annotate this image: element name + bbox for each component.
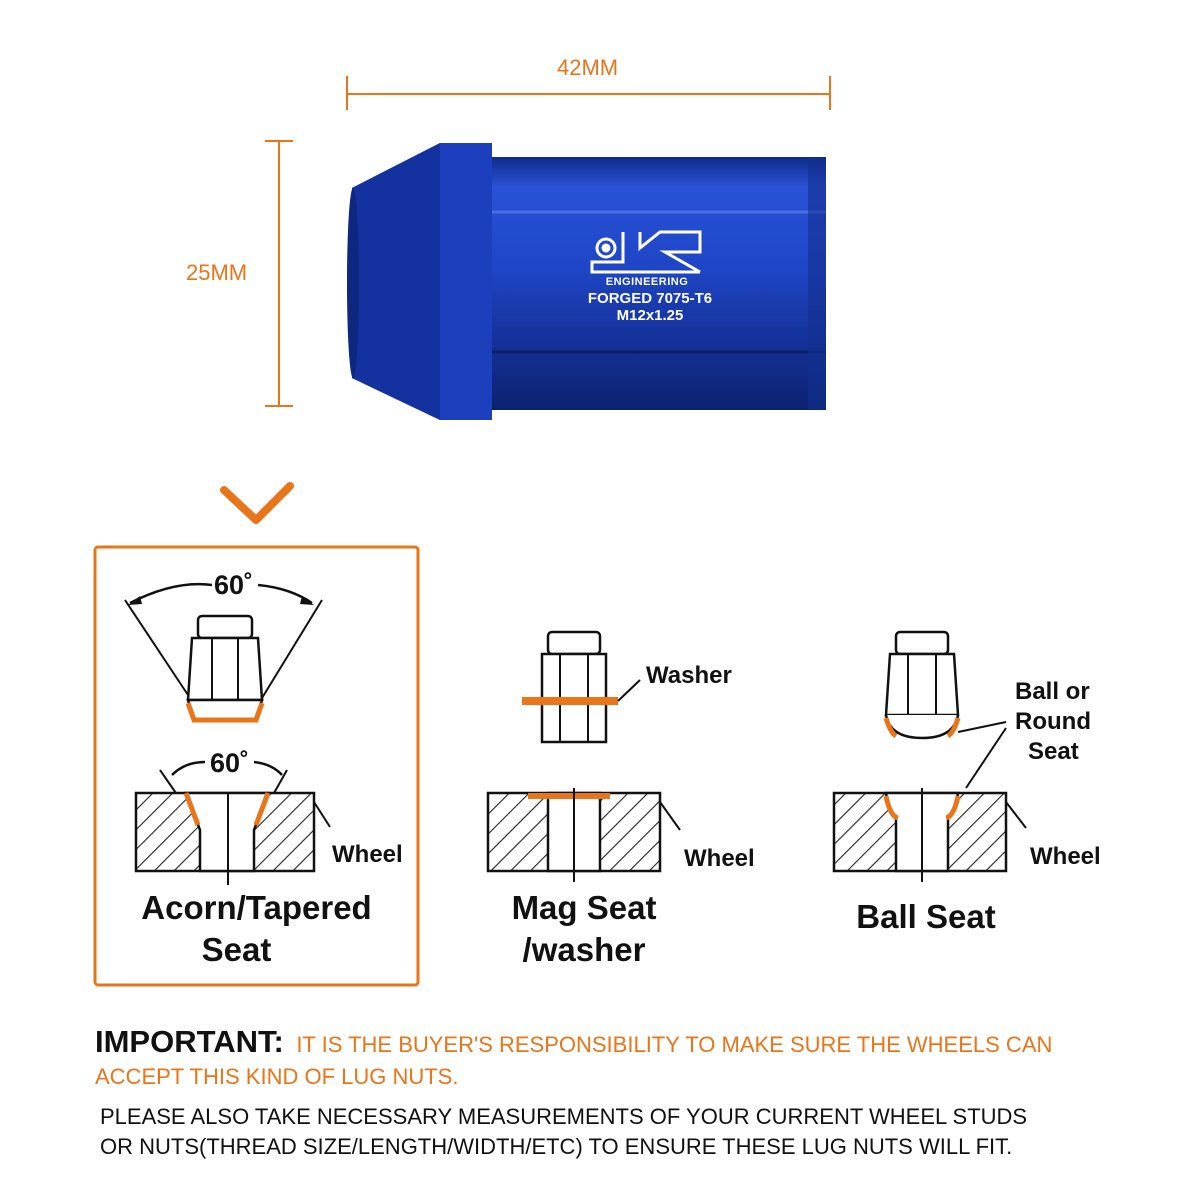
note-line-2: OR NUTS(THREAD SIZE/LENGTH/WIDTH/ETC) TO… <box>100 1134 1013 1159</box>
material-engraving: FORGED 7075-T6 <box>587 290 713 307</box>
mag-seat-diagram <box>486 630 681 882</box>
height-dimension-line <box>265 140 293 407</box>
acorn-seat-title-line1: Acorn/Tapered <box>141 889 372 926</box>
acorn-angle-bottom-label: 60˚ <box>210 748 250 778</box>
ball-seat-title: Ball Seat <box>856 898 996 935</box>
warning-line-1: IT IS THE BUYER'S RESPONSIBILITY TO MAKE… <box>296 1032 1053 1057</box>
lug-nut-body <box>488 157 826 410</box>
ball-wheel-label: Wheel <box>1030 843 1101 870</box>
washer-label: Washer <box>646 662 732 689</box>
warning-line-2: ACCEPT THIS KIND OF LUG NUTS. <box>95 1064 459 1089</box>
acorn-angle-top-label: 60˚ <box>214 570 254 600</box>
ball-callout-line3: Seat <box>1028 738 1079 765</box>
mag-wheel-label: Wheel <box>684 845 755 872</box>
seat-types-diagram <box>93 482 1027 987</box>
lug-nut-drawing <box>265 76 831 420</box>
mag-seat-title-line2: /washer <box>522 931 646 968</box>
important-notice: IMPORTANT: IT IS THE BUYER'S RESPONSIBIL… <box>95 1024 1155 1060</box>
note-line-1: PLEASE ALSO TAKE NECESSARY MEASUREMENTS … <box>100 1104 1028 1129</box>
acorn-seat-title-line2: Seat <box>201 931 272 968</box>
lug-nut-cone <box>347 143 492 420</box>
width-dimension-label: 42MM <box>557 55 619 80</box>
important-label: IMPORTANT: <box>95 1024 284 1059</box>
height-dimension-label: 25MM <box>186 260 248 285</box>
acorn-wheel-label: Wheel <box>332 841 403 868</box>
acorn-seat-diagram <box>124 582 331 885</box>
width-dimension-line <box>346 76 831 110</box>
ball-callout-line2: Round <box>1015 708 1091 735</box>
selected-check-icon <box>220 482 294 524</box>
selected-seat-frame <box>93 545 420 987</box>
brand-logo <box>590 230 702 274</box>
ball-seat-diagram <box>832 630 1027 882</box>
ball-callout-line1: Ball or <box>1015 678 1090 705</box>
mag-seat-title-line1: Mag Seat <box>511 889 657 926</box>
brand-wordmark: ENGINEERING <box>605 276 689 288</box>
thread-engraving: M12x1.25 <box>616 307 684 324</box>
